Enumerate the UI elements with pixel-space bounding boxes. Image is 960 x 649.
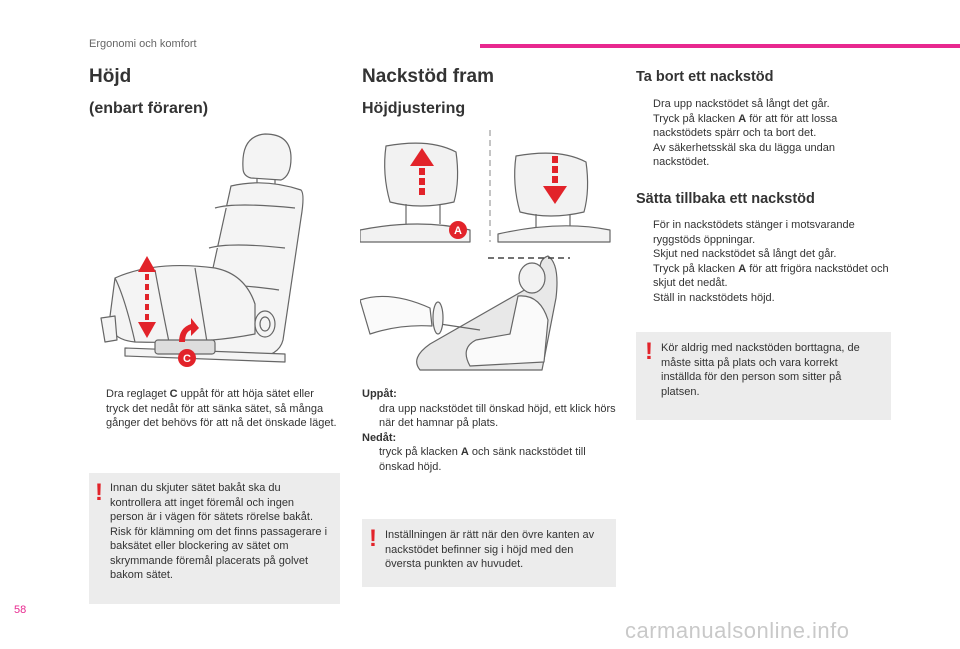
page-number: 58 <box>14 604 27 616</box>
list-item: Tryck på klacken A för att frigöra nacks… <box>653 262 889 290</box>
warning-text: Inställningen är rätt när den övre kante… <box>385 529 595 570</box>
up-label: Uppåt: <box>362 388 397 400</box>
list-item: tryck på klacken A och sänk nackstödet t… <box>379 446 586 473</box>
height-instructions: Dra reglaget C uppåt för att höja sätet … <box>89 387 339 431</box>
refit-headrest-title: Sätta tillbaka ett nackstöd <box>636 191 815 207</box>
warning-box-seat: ! Innan du skjuter sätet bakåt ska du ko… <box>89 473 340 604</box>
warning-box-removal: ! Kör aldrig med nackstöden borttagna, d… <box>636 332 891 420</box>
headrest-instructions: Uppåt: dra upp nackstödet till önskad hö… <box>362 387 616 474</box>
warning-icon: ! <box>369 525 377 552</box>
list-item: dra upp nackstödet till önskad höjd, ett… <box>379 402 616 430</box>
warning-text: Kör aldrig med nackstöden borttagna, de … <box>661 342 860 398</box>
refit-instructions: För in nackstödets stänger i motsvarande… <box>636 218 892 305</box>
warning-icon: ! <box>95 479 103 506</box>
headrest-subtitle: Höjdjustering <box>362 100 466 117</box>
headrest-adjust-illustration: A <box>360 130 611 371</box>
section-header: Ergonomi och komfort <box>89 38 197 50</box>
header-accent-bar <box>480 44 960 48</box>
watermark: carmanualsonline.info <box>625 618 850 643</box>
list-item: Dra upp nackstödet så långt det går. <box>653 98 830 110</box>
height-title: Höjd <box>89 66 132 87</box>
list-item: Av säkerhetsskäl ska du lägga undan nack… <box>653 141 836 169</box>
callout-a: A <box>454 225 462 237</box>
callout-c: C <box>183 353 191 365</box>
list-item: För in nackstödets stänger i motsvarande… <box>653 219 855 246</box>
seat-height-illustration: C <box>100 133 304 367</box>
warning-icon: ! <box>645 338 653 365</box>
list-item: Skjut ned nackstödet så långt det går. <box>653 248 837 260</box>
remove-instructions: Dra upp nackstödet så långt det går. Try… <box>636 97 892 170</box>
height-subtitle: (enbart föraren) <box>89 100 209 117</box>
list-item: Ställ in nackstödets höjd. <box>653 291 775 304</box>
down-label: Nedåt: <box>362 431 397 444</box>
list-item: Tryck på klacken A för att för att lossa… <box>653 112 838 140</box>
headrest-title: Nackstöd fram <box>362 66 494 87</box>
warning-box-headrest: ! Inställningen är rätt när den övre kan… <box>362 519 616 587</box>
remove-headrest-title: Ta bort ett nackstöd <box>636 69 774 85</box>
list-item: Dra reglaget C uppåt för att höja sätet … <box>106 388 337 429</box>
warning-text: Innan du skjuter sätet bakåt ska du kont… <box>110 482 328 581</box>
